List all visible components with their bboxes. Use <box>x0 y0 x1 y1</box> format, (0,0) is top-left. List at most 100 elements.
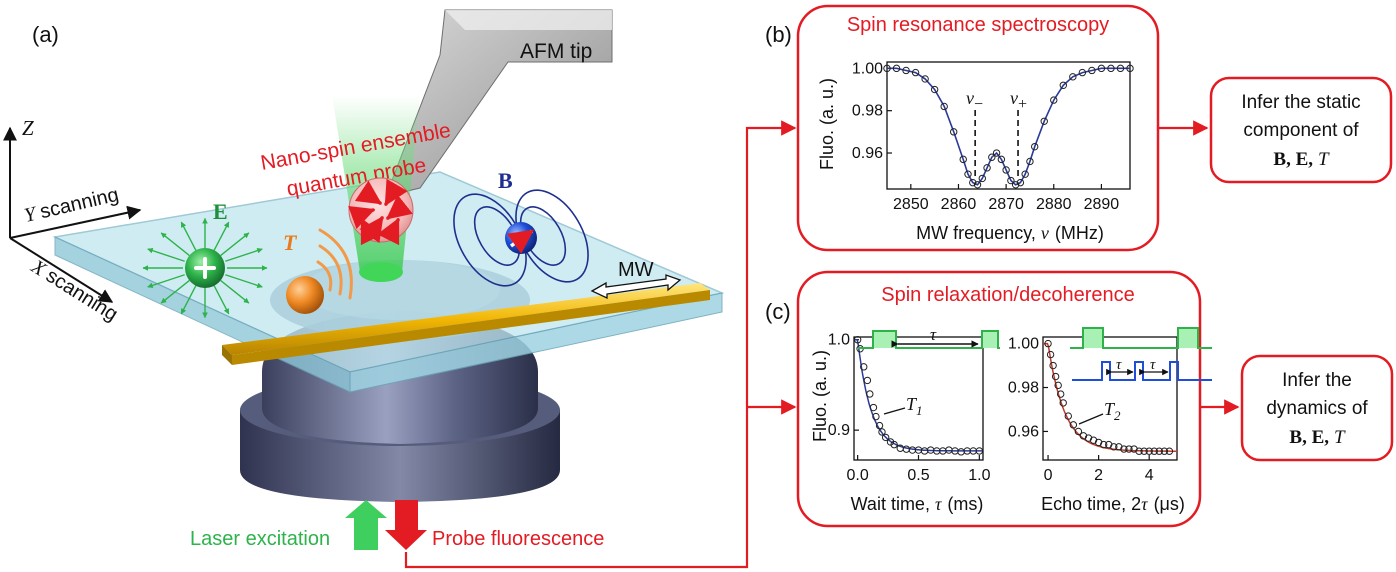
data-point <box>997 155 1006 164</box>
e-field-charge <box>142 217 268 319</box>
data-point <box>863 376 872 385</box>
y-tick-label: 0.96 <box>1008 423 1039 440</box>
data-point <box>1050 96 1058 104</box>
panel-a-label: (a) <box>32 22 59 47</box>
nu-plus-label: ν+ <box>1010 88 1027 113</box>
infer-dynamic-line1: Infer the <box>1282 370 1352 391</box>
data-point <box>1016 178 1025 187</box>
connector-lines <box>404 120 1240 569</box>
panel-b-xlabel: MW frequency,ν(MHz) <box>916 223 1104 243</box>
data-point <box>1155 447 1164 455</box>
e-field-ray <box>225 247 263 262</box>
data-point <box>892 64 901 73</box>
data-point <box>983 164 991 172</box>
e-field-ray <box>160 279 190 304</box>
afm-tip-label: AFM tip <box>520 40 592 63</box>
e-field-ray <box>212 221 230 253</box>
t2-plot-frame <box>1042 336 1178 461</box>
e-field-ray <box>220 279 250 304</box>
t2-xlabel: Echo time, 2τ(μs) <box>1041 494 1185 514</box>
z-axis-label: Z <box>22 116 34 140</box>
laser-up-arrow <box>345 500 387 550</box>
data-point <box>1054 381 1062 390</box>
data-point <box>1069 421 1078 429</box>
temperature-label: T <box>283 230 298 255</box>
data-point <box>890 440 898 449</box>
data-point <box>1049 361 1057 370</box>
data-point <box>1026 157 1034 166</box>
t1-tau-label: τ <box>930 325 937 344</box>
data-point <box>975 447 984 455</box>
data-point <box>988 153 996 161</box>
panel-c-title: Spin relaxation/decoherence <box>881 284 1135 306</box>
y-tick-label: 0.98 <box>1008 380 1039 397</box>
panel-b: (b) Spin resonance spectroscopy Fluo. (a… <box>765 4 1160 252</box>
data-point <box>1110 443 1118 451</box>
infer-dynamic-line2: dynamics of <box>1266 398 1368 419</box>
panel-c-label: (c) <box>765 299 791 324</box>
data-point <box>1097 64 1106 73</box>
nu-minus-label: ν− <box>966 88 983 113</box>
fluorescence-down-arrow <box>385 500 427 550</box>
e-field-ray <box>160 232 190 257</box>
data-point <box>1088 66 1096 75</box>
y-tick-label: 1.00 <box>852 60 883 77</box>
data-point <box>1140 447 1148 455</box>
data-point <box>1160 447 1169 455</box>
t2-tau-label-2: τ <box>1150 357 1156 373</box>
laser-spot <box>359 262 403 282</box>
afm-tip <box>385 9 613 197</box>
data-point <box>860 363 868 371</box>
svg-text:Yscanning: Yscanning <box>22 184 121 227</box>
e-field-ray <box>225 274 263 289</box>
data-point <box>1120 445 1128 453</box>
mw-double-arrow <box>590 274 682 300</box>
panel-a: (a) AFM tip Nan <box>2 9 725 550</box>
t1-label: T1 <box>906 394 923 418</box>
esr-plot-frame <box>886 61 1131 190</box>
x-tick-label: 4 <box>1145 467 1154 484</box>
data-point <box>1051 372 1060 381</box>
infer-dynamic-line3: B, E,T <box>1289 427 1346 448</box>
data-point <box>883 64 891 73</box>
svg-text:ν+: ν+ <box>1010 88 1027 113</box>
data-point <box>911 68 920 77</box>
t2-fit-line <box>1043 342 1177 452</box>
x-tick-label: 0 <box>1044 467 1053 484</box>
y-tick-label: 0.96 <box>852 145 883 162</box>
laser-label: Laser excitation <box>190 528 330 550</box>
temperature-source <box>286 228 353 314</box>
data-point <box>1107 64 1115 73</box>
data-point <box>1007 176 1015 185</box>
e-field-ray <box>147 247 185 262</box>
e-field-ray <box>220 232 250 257</box>
t2-pointer <box>1078 413 1104 425</box>
panel-b-label: (b) <box>765 22 792 47</box>
e-field-ray <box>212 283 230 315</box>
data-point <box>866 390 874 398</box>
data-point <box>1125 445 1133 453</box>
infer-static-line1: Infer the static <box>1241 92 1360 113</box>
b-field-label: B <box>498 168 513 193</box>
esr-fit-line <box>887 67 1130 186</box>
mw-label: MW <box>618 259 654 281</box>
data-point <box>930 85 939 94</box>
data-point <box>957 448 965 456</box>
e-field-ray <box>147 274 185 289</box>
data-point <box>1046 350 1055 359</box>
data-point <box>1044 339 1052 348</box>
panel-c-frame <box>796 270 1202 528</box>
x-tick-label: 0.0 <box>847 467 869 484</box>
x-tick-label: 2870 <box>988 196 1024 213</box>
data-point <box>875 421 884 430</box>
x-tick-label: 2850 <box>893 196 929 213</box>
data-point <box>1099 440 1108 449</box>
data-point <box>1135 447 1143 455</box>
data-point <box>1011 181 1020 189</box>
data-point <box>1031 142 1039 151</box>
data-point <box>1056 390 1065 398</box>
